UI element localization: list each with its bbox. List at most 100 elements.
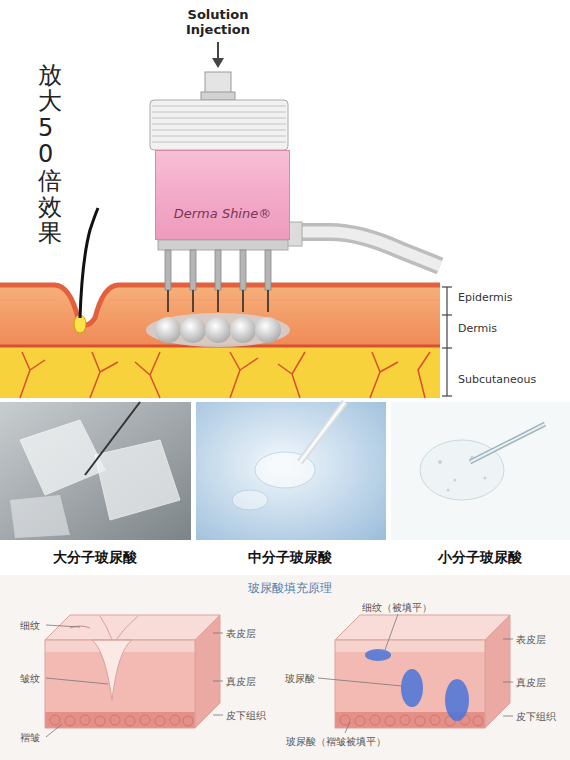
layer-label: Epidermis xyxy=(458,291,513,304)
g-shape xyxy=(155,317,281,343)
callout-text: 褶皱 xyxy=(20,731,40,745)
line-shape xyxy=(442,286,452,287)
path-shape xyxy=(288,232,440,266)
path-shape xyxy=(0,299,440,301)
line-shape xyxy=(470,424,545,462)
layer-label: 表皮层 xyxy=(516,633,546,647)
path-shape xyxy=(0,285,440,346)
line-shape xyxy=(345,722,350,733)
line-shape xyxy=(217,42,219,60)
line-shape xyxy=(318,678,402,686)
callout-text: 皱纹 xyxy=(20,672,40,686)
path-shape xyxy=(288,232,440,266)
brand-name: Derma Shine® xyxy=(174,206,271,221)
circle-shape xyxy=(454,479,457,482)
line-shape xyxy=(470,424,545,462)
path-shape xyxy=(370,352,398,398)
circle-shape xyxy=(110,715,120,725)
callout-text: Solution Injection xyxy=(163,8,273,38)
circle-shape xyxy=(370,715,380,725)
photo-medium-molecule xyxy=(196,402,386,540)
g-shape xyxy=(168,290,268,312)
rect-shape xyxy=(0,402,191,540)
g-shape xyxy=(50,715,193,726)
line-shape xyxy=(152,130,286,131)
line-shape xyxy=(503,716,513,717)
circle-shape xyxy=(447,489,450,492)
skin-block-after xyxy=(335,615,510,728)
rect-shape xyxy=(240,250,246,290)
ellipse-shape xyxy=(445,679,469,721)
line-shape xyxy=(152,124,286,125)
layer-label: 真皮层 xyxy=(226,675,256,689)
callout-text: 细纹 xyxy=(20,619,40,633)
ellipse-shape xyxy=(146,313,290,347)
line-shape xyxy=(267,290,269,312)
g-shape xyxy=(20,352,430,398)
circle-shape xyxy=(230,317,256,343)
path-shape xyxy=(92,640,132,700)
circle-shape xyxy=(473,716,483,726)
line-shape xyxy=(503,639,513,640)
path-shape xyxy=(20,352,45,398)
line-shape xyxy=(152,106,286,107)
rect-shape xyxy=(190,250,196,290)
polygon-shape xyxy=(95,440,180,520)
line-shape xyxy=(446,287,447,396)
photo-small-molecule xyxy=(391,402,570,540)
path-shape xyxy=(230,352,258,398)
circle-shape xyxy=(400,715,410,725)
polygon-shape xyxy=(45,615,220,640)
layer-label: Dermis xyxy=(458,322,497,335)
circle-shape xyxy=(125,716,135,726)
circle-shape xyxy=(155,716,165,726)
circle-shape xyxy=(80,715,90,725)
pink-band: Derma Shine® xyxy=(155,150,290,240)
circle-shape xyxy=(155,317,181,343)
line-shape xyxy=(442,395,452,396)
polygon-shape xyxy=(335,615,510,640)
device xyxy=(146,72,440,347)
circle-shape xyxy=(180,317,206,343)
circle-shape xyxy=(205,317,231,343)
line-shape xyxy=(300,402,345,462)
line-shape xyxy=(152,112,286,113)
path-shape xyxy=(90,352,118,398)
line-shape xyxy=(152,142,286,143)
rect-shape xyxy=(201,92,235,100)
photo-large-molecule xyxy=(0,402,191,540)
circle-shape xyxy=(340,715,350,725)
photo-caption: 小分子玻尿酸 xyxy=(400,549,560,565)
layer-label: 皮下组织 xyxy=(226,709,266,723)
circle-shape xyxy=(430,715,440,725)
skin-block-before xyxy=(45,615,220,728)
rect-shape xyxy=(196,402,386,540)
section-title: 玻尿酸填充原理 xyxy=(210,582,370,596)
rect-shape xyxy=(265,250,271,290)
circle-shape xyxy=(170,715,180,725)
leader-lines xyxy=(46,614,513,737)
line-shape xyxy=(442,347,452,348)
rect-shape xyxy=(45,640,195,728)
rect-shape xyxy=(215,250,221,290)
depth-bracket xyxy=(442,287,452,396)
ellipse-shape xyxy=(365,649,391,661)
rect-shape xyxy=(165,250,171,290)
layer-label: 真皮层 xyxy=(516,676,546,690)
polygon-shape xyxy=(195,615,220,728)
magnification-note: 放大50倍效果 xyxy=(38,62,62,247)
circle-shape xyxy=(438,460,442,464)
circle-shape xyxy=(50,715,60,725)
circle-shape xyxy=(385,716,395,726)
path-shape xyxy=(100,616,138,640)
skin-layers xyxy=(0,285,440,398)
circle-shape xyxy=(355,716,365,726)
bottom-ground xyxy=(0,575,570,760)
line-shape xyxy=(242,290,244,312)
line-shape xyxy=(503,682,513,683)
circle-shape xyxy=(95,716,105,726)
line-shape xyxy=(152,118,286,119)
circle-shape xyxy=(484,477,487,480)
line-shape xyxy=(213,715,223,716)
